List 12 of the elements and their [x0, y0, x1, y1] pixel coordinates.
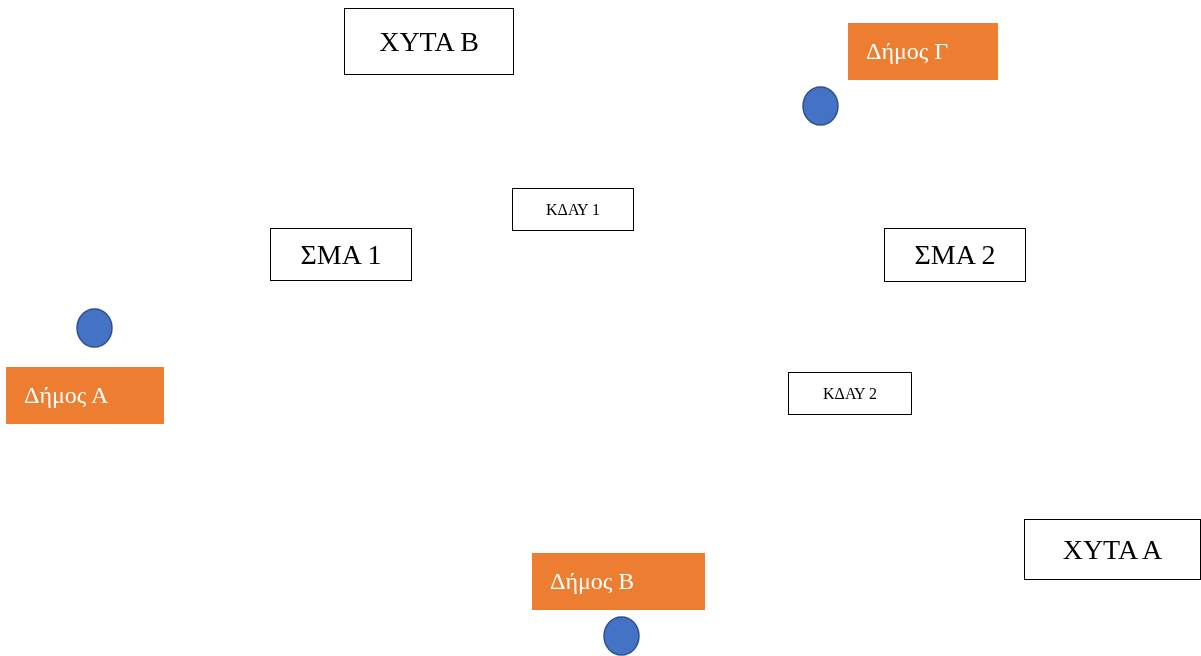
location-dot	[802, 86, 839, 126]
municipality-box: Δήμος Γ	[848, 23, 998, 80]
recycling-center-box: ΚΔΑΥ 1	[512, 188, 634, 231]
location-dot	[603, 616, 640, 656]
location-dot	[76, 308, 113, 348]
landfill-box: ΧΥΤΑ Β	[344, 8, 514, 75]
recycling-center-box: ΚΔΑΥ 2	[788, 372, 912, 415]
municipality-box: Δήμος Β	[532, 553, 705, 610]
landfill-box: ΧΥΤΑ Α	[1024, 519, 1201, 580]
transfer-station-box: ΣΜΑ 2	[884, 228, 1026, 282]
transfer-station-box: ΣΜΑ 1	[270, 228, 412, 281]
municipality-box: Δήμος Α	[6, 367, 164, 424]
